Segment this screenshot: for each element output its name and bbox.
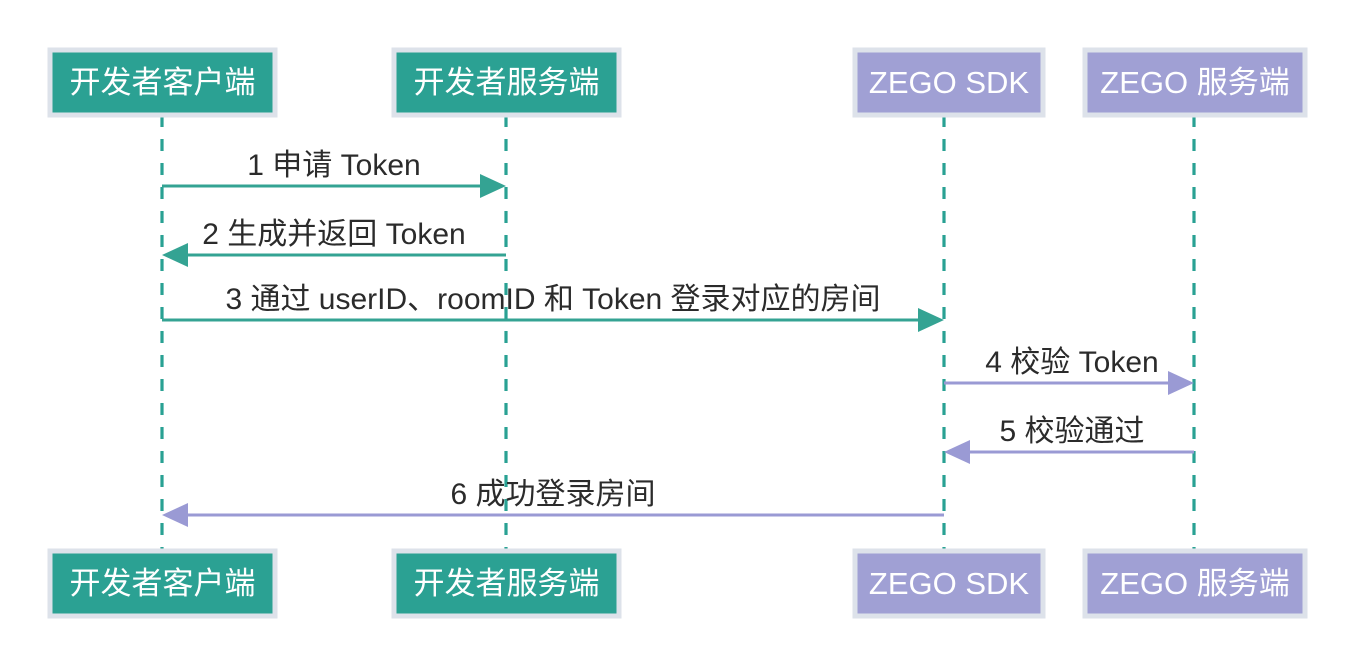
message-2-arrowhead bbox=[162, 243, 188, 267]
message-2[interactable]: 2 生成并返回 Token bbox=[162, 218, 506, 267]
participant-header-row: 开发者客户端 开发者服务端 ZEGO SDK ZEGO 服务端 bbox=[47, 47, 1308, 118]
message-6[interactable]: 6 成功登录房间 bbox=[162, 478, 944, 527]
participant-label: 开发者客户端 bbox=[70, 566, 256, 601]
participant-label: ZEGO SDK bbox=[869, 566, 1030, 601]
participant-rect bbox=[391, 47, 622, 118]
participant-box-dev-client-bottom[interactable]: 开发者客户端 bbox=[47, 548, 278, 619]
message-3-arrowhead bbox=[918, 308, 944, 332]
participant-box-dev-client-top[interactable]: 开发者客户端 bbox=[47, 47, 278, 118]
participant-box-zego-sdk-bottom[interactable]: ZEGO SDK bbox=[852, 548, 1046, 619]
participant-rect bbox=[852, 47, 1046, 118]
participant-rect bbox=[1082, 548, 1308, 619]
participant-rect bbox=[852, 548, 1046, 619]
message-6-arrowhead bbox=[162, 503, 188, 527]
message-1[interactable]: 1 申请 Token bbox=[162, 149, 506, 198]
message-4-arrowhead bbox=[1168, 371, 1194, 395]
message-4-label: 4 校验 Token bbox=[985, 346, 1158, 379]
message-1-label: 1 申请 Token bbox=[247, 149, 420, 182]
message-2-label: 2 生成并返回 Token bbox=[202, 218, 465, 251]
participant-label: ZEGO 服务端 bbox=[1100, 65, 1289, 100]
message-4[interactable]: 4 校验 Token bbox=[944, 346, 1194, 395]
participant-label: 开发者客户端 bbox=[70, 65, 256, 100]
participant-rect bbox=[391, 548, 622, 619]
participant-label: ZEGO 服务端 bbox=[1100, 566, 1289, 601]
message-5-label: 5 校验通过 bbox=[999, 415, 1144, 448]
participant-box-dev-server-top[interactable]: 开发者服务端 bbox=[391, 47, 622, 118]
participant-label: 开发者服务端 bbox=[414, 566, 600, 601]
message-5-arrowhead bbox=[944, 440, 970, 464]
participant-label: 开发者服务端 bbox=[414, 65, 600, 100]
participant-label: ZEGO SDK bbox=[869, 65, 1030, 100]
participant-box-zego-server-top[interactable]: ZEGO 服务端 bbox=[1082, 47, 1308, 118]
message-6-label: 6 成功登录房间 bbox=[450, 478, 655, 511]
participant-rect bbox=[1082, 47, 1308, 118]
participant-rect bbox=[47, 548, 278, 619]
participant-footer-row: 开发者客户端 开发者服务端 ZEGO SDK ZEGO 服务端 bbox=[47, 548, 1308, 619]
message-3[interactable]: 3 通过 userID、roomID 和 Token 登录对应的房间 bbox=[162, 283, 944, 332]
participant-rect bbox=[47, 47, 278, 118]
message-5[interactable]: 5 校验通过 bbox=[944, 415, 1194, 464]
participant-box-dev-server-bottom[interactable]: 开发者服务端 bbox=[391, 548, 622, 619]
message-1-arrowhead bbox=[480, 174, 506, 198]
message-3-label: 3 通过 userID、roomID 和 Token 登录对应的房间 bbox=[225, 283, 880, 316]
lifelines-group bbox=[160, 115, 1196, 551]
participant-box-zego-sdk-top[interactable]: ZEGO SDK bbox=[852, 47, 1046, 118]
participant-box-zego-server-bottom[interactable]: ZEGO 服务端 bbox=[1082, 548, 1308, 619]
